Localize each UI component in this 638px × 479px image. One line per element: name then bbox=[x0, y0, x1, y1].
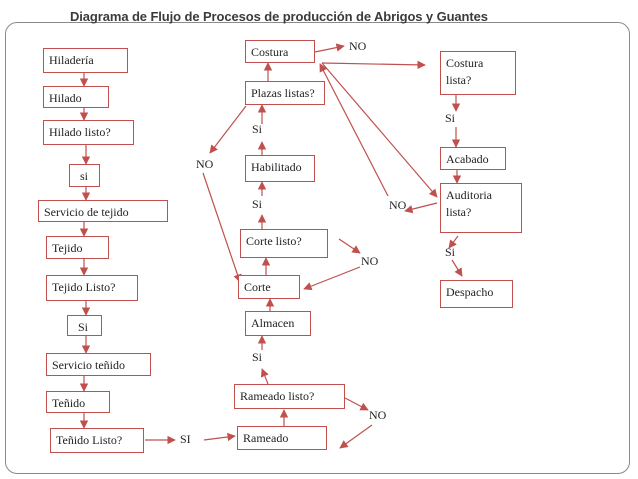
arrow-si-despacho bbox=[451, 259, 463, 277]
arrow-plazas-listas-no bbox=[209, 105, 247, 154]
label-no-corte: NO bbox=[361, 254, 379, 268]
label-si-costura-lista: Si bbox=[445, 111, 456, 125]
label-no-costura: NO bbox=[349, 39, 367, 53]
arrow-corte-listo-no bbox=[338, 238, 361, 254]
arrow-no-corte-from-plazas bbox=[202, 172, 242, 283]
label-si-plazas: Si bbox=[252, 122, 263, 136]
node-costura-lista: Costura lista? bbox=[440, 51, 516, 95]
arrow-rameado-listo-no bbox=[344, 397, 369, 411]
label-si-habilitado: Si bbox=[252, 197, 263, 211]
node-tejido: Tejido bbox=[46, 236, 109, 259]
arrow-no-corte bbox=[303, 266, 361, 291]
costura-lista-line2: lista? bbox=[446, 73, 472, 87]
auditoria-line2: lista? bbox=[446, 205, 472, 219]
node-acabado: Acabado bbox=[440, 147, 506, 170]
arrow-no-rameado bbox=[339, 424, 373, 449]
node-plazas-listas: Plazas listas? bbox=[245, 81, 325, 105]
node-despacho: Despacho bbox=[440, 280, 513, 308]
node-si-left: si bbox=[69, 164, 100, 187]
node-hilado-listo: Hilado listo? bbox=[43, 120, 134, 145]
arrow-auditoria-no bbox=[404, 202, 438, 214]
node-servicio-tejido: Servicio de tejido bbox=[38, 200, 168, 222]
auditoria-line1: Auditoria bbox=[446, 188, 492, 202]
node-tenido-listo: Teñido Listo? bbox=[50, 428, 144, 453]
label-si-tenido: SI bbox=[180, 432, 191, 446]
page-title: Diagrama de Flujo de Procesos de producc… bbox=[70, 9, 488, 24]
label-si-almacen: Si bbox=[252, 350, 263, 364]
label-si-auditoria: Si bbox=[445, 245, 456, 259]
node-almacen: Almacen bbox=[245, 311, 311, 336]
arrow-costura-no bbox=[314, 43, 345, 53]
arrow-rameado-listo-si bbox=[260, 368, 269, 385]
node-corte-listo: Corte listo? bbox=[240, 229, 328, 258]
node-si-left2: Si bbox=[67, 315, 102, 336]
node-habilitado: Habilitado bbox=[245, 155, 315, 182]
label-no-rameado: NO bbox=[369, 408, 387, 422]
node-tejido-listo: Tejido Listo? bbox=[46, 275, 138, 301]
node-costura: Costura bbox=[245, 40, 315, 63]
label-no-auditoria: NO bbox=[389, 198, 407, 212]
arrow-auditoria-si bbox=[448, 235, 459, 249]
arrow-si-rameado bbox=[203, 432, 236, 442]
node-tenido: Teñido bbox=[46, 391, 110, 413]
node-hiladeria: Hiladería bbox=[43, 48, 128, 73]
node-auditoria: Auditoria lista? bbox=[440, 183, 522, 233]
node-hilado: Hilado bbox=[43, 86, 109, 108]
costura-lista-line1: Costura bbox=[446, 56, 484, 70]
node-rameado: Rameado bbox=[237, 426, 327, 450]
node-rameado-listo: Rameado listo? bbox=[234, 384, 345, 409]
slide-frame bbox=[5, 22, 630, 474]
arrow-no-costura bbox=[319, 63, 389, 197]
arrow-no-costura-lista bbox=[321, 60, 426, 70]
arrow-costura-auditoria bbox=[321, 62, 438, 198]
label-no-plazas: NO bbox=[196, 157, 214, 171]
node-servicio-tenido: Servicio teñido bbox=[46, 353, 151, 376]
node-corte: Corte bbox=[238, 275, 300, 299]
